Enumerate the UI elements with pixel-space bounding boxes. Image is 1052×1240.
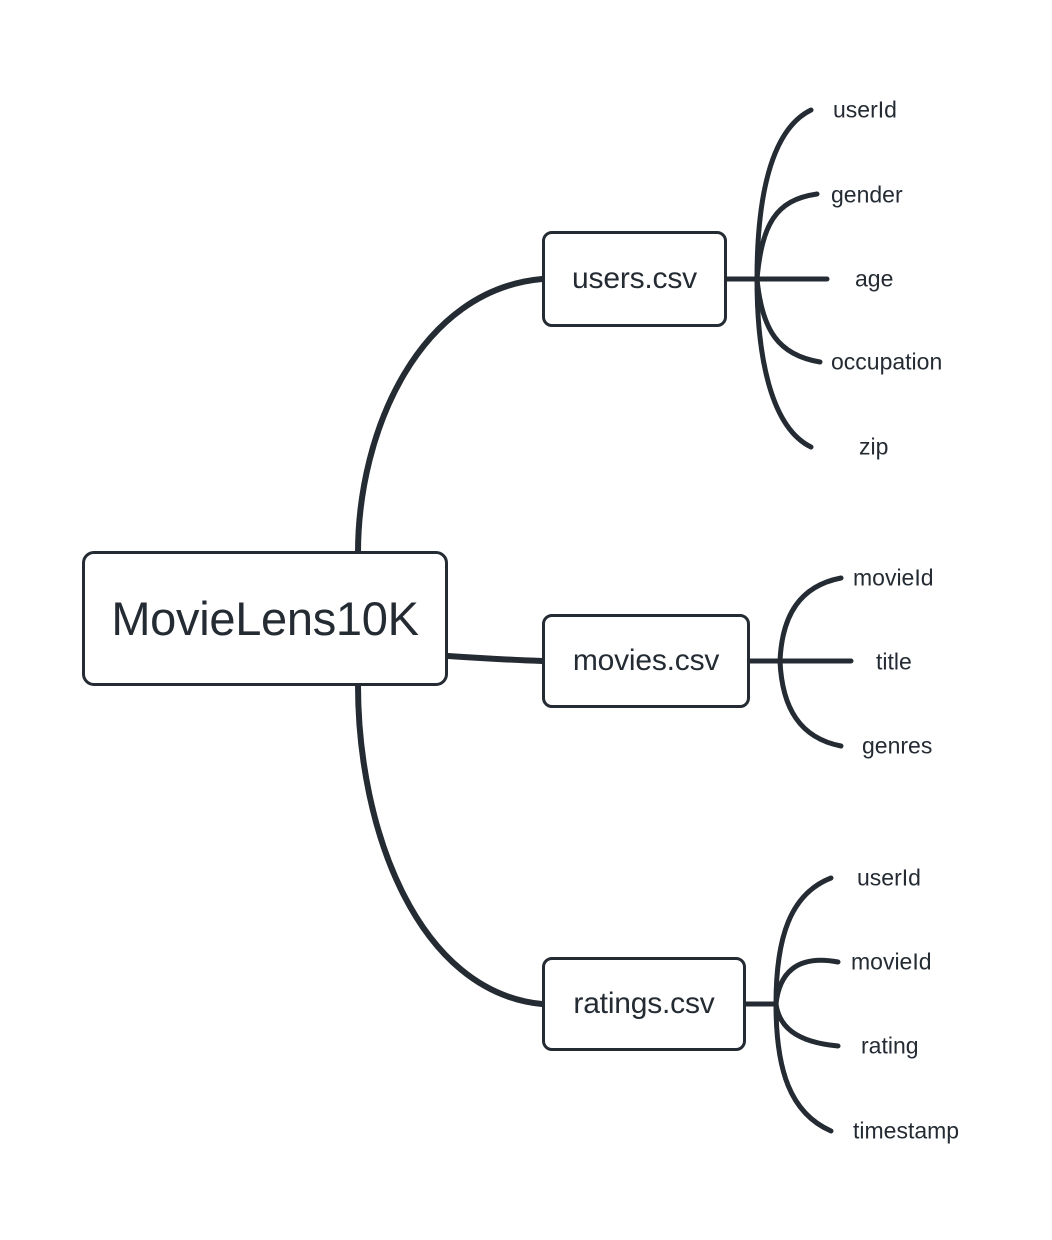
leaf-users-gender: gender (831, 181, 903, 208)
edge-ratings-movieId (773, 957, 841, 1007)
node-branch-label: users.csv (572, 262, 697, 295)
edge-movies-genres (777, 658, 844, 749)
leaf-ratings-userid: userId (857, 864, 921, 891)
edge-root-to-ratings (355, 682, 545, 1007)
leaf-ratings-movieid: movieId (851, 948, 932, 975)
leaf-users-zip: zip (859, 433, 889, 460)
leaf-users-userid: userId (833, 96, 897, 123)
leaf-users-occupation: occupation (831, 348, 943, 375)
node-branch-label: ratings.csv (573, 987, 715, 1020)
leaf-ratings-timestamp: timestamp (853, 1117, 960, 1144)
edge-root-to-movies (445, 653, 545, 664)
edge-ratings-userId (773, 875, 834, 1007)
edge-users-gender (754, 191, 820, 282)
leaf-users-age: age (855, 265, 894, 292)
leaf-movies-movieid: movieId (853, 564, 934, 591)
node-root-label: MovieLens10K (111, 592, 419, 645)
edge-root-to-users (355, 276, 545, 556)
leaf-ratings-rating: rating (861, 1032, 919, 1059)
edge-movies-movieId (777, 575, 844, 664)
leaf-movies-title: title (876, 648, 912, 675)
node-branch-users-csv[interactable]: users.csv (542, 231, 727, 327)
node-branch-label: movies.csv (572, 644, 720, 677)
node-branch-ratings-csv[interactable]: ratings.csv (542, 957, 746, 1051)
edge-ratings-timestamp (773, 1001, 834, 1134)
edge-users-occupation (754, 276, 823, 365)
leaf-movies-genres: genres (862, 732, 933, 759)
edge-ratings-rating (773, 1001, 841, 1049)
edge-users-userId (754, 107, 814, 282)
edge-users-zip (754, 276, 814, 450)
node-branch-movies-csv[interactable]: movies.csv (542, 614, 750, 708)
node-root-movielens10k[interactable]: MovieLens10K (82, 551, 448, 686)
